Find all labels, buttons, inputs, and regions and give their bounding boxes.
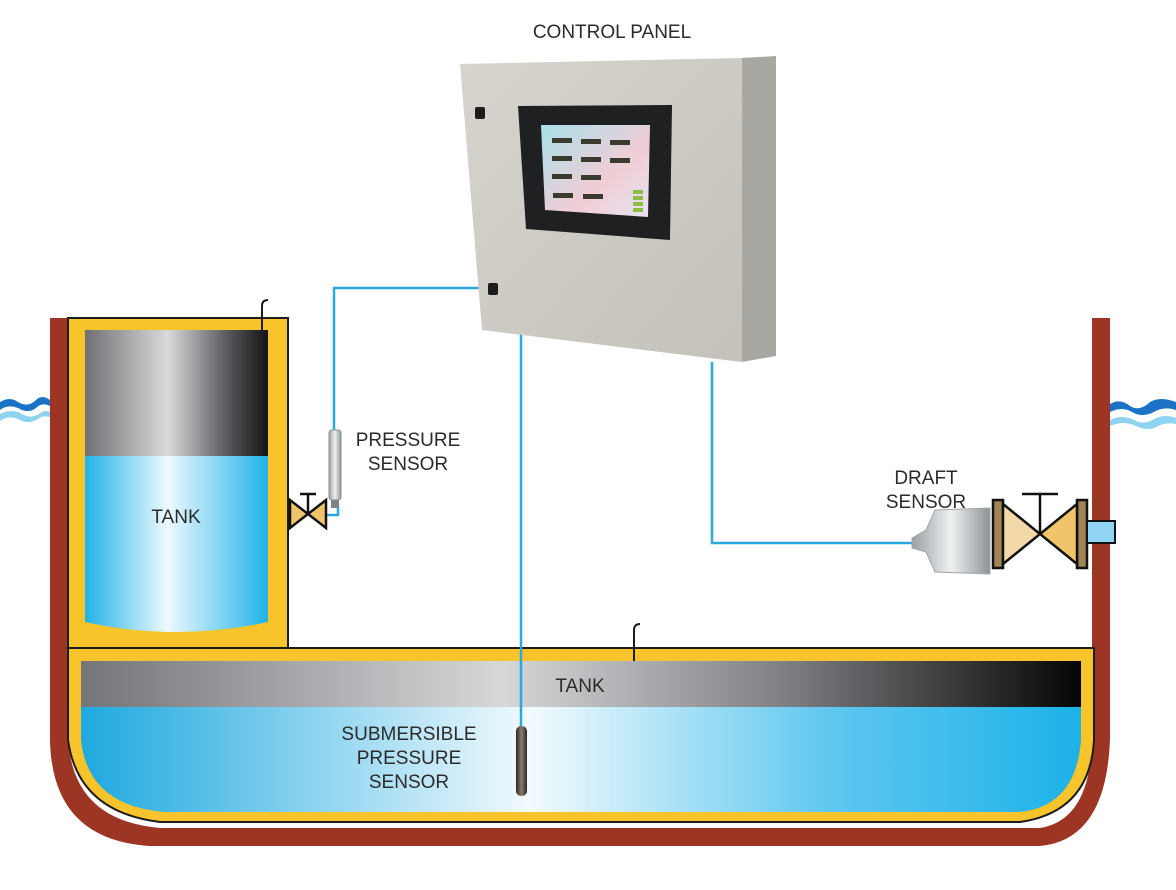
- pressure-valve-icon: [288, 492, 328, 531]
- submersible-sensor-label-line3: SENSOR: [369, 772, 449, 793]
- sea-waves-right-icon: [1110, 399, 1176, 429]
- pressure-sensor: [328, 429, 342, 508]
- upper-tank-label: TANK: [151, 507, 201, 528]
- submersible-sensor-label-line2: PRESSURE: [357, 748, 462, 769]
- control-panel: [460, 56, 776, 362]
- lower-tank: TANK: [67, 623, 1095, 823]
- upper-tank: TANK: [67, 299, 289, 649]
- control-panel-title: CONTROL PANEL: [533, 22, 691, 43]
- draft-sensor-label-line1: DRAFT: [894, 468, 958, 489]
- panel-hinge-top: [475, 107, 485, 119]
- cable-pressure-sensor: [332, 286, 480, 430]
- submersible-sensor-label-line1: SUBMERSIBLE: [341, 724, 476, 745]
- cable-draft-sensor: [710, 362, 912, 545]
- submersible-pressure-sensor: [516, 726, 527, 796]
- draft-sensor: [911, 507, 991, 575]
- draft-valve-icon: [991, 492, 1089, 570]
- draft-sensor-label-line2: SENSOR: [886, 492, 966, 513]
- through-hull-pipe: [1086, 520, 1116, 544]
- sea-waves-left-icon: [0, 397, 50, 422]
- hmi-screen-buttons: [552, 138, 630, 199]
- pressure-sensor-label-line1: PRESSURE: [356, 430, 461, 451]
- panel-hinge-bottom: [488, 283, 498, 295]
- signal-cables: [326, 286, 912, 740]
- cable-valve-link: [326, 505, 340, 517]
- lower-tank-label: TANK: [555, 676, 605, 697]
- pressure-sensor-label-line2: SENSOR: [368, 454, 448, 475]
